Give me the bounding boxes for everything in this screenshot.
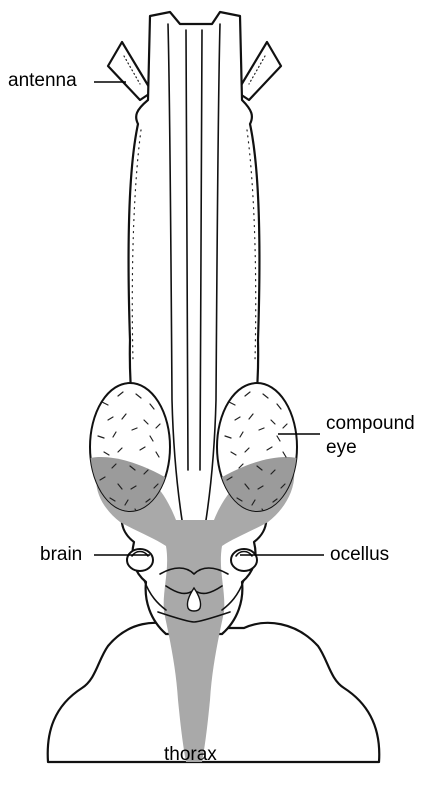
compound-eye-label-line1: compound: [326, 413, 415, 435]
compound-eye-label-line2: eye: [326, 437, 357, 459]
antenna-right: [237, 42, 281, 100]
ocellus-label: ocellus: [330, 544, 389, 566]
antenna-left: [108, 42, 152, 100]
ocellus-left: [127, 549, 153, 571]
brain-label: brain: [40, 544, 82, 566]
thorax-label: thorax: [164, 744, 217, 766]
antenna-label: antenna: [8, 70, 77, 92]
ocellus-right: [231, 549, 257, 571]
